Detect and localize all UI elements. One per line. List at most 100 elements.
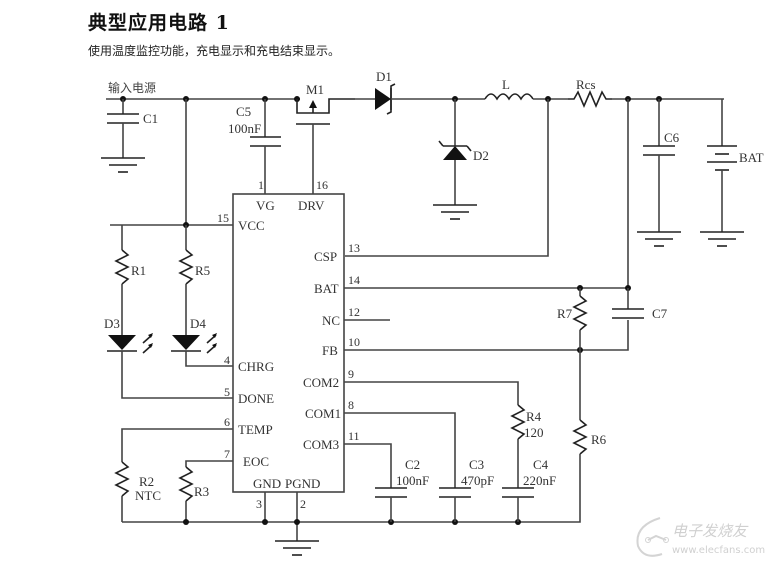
pin-drv-label: DRV [298, 198, 325, 213]
watermark-brand: 电子发烧友 [672, 522, 749, 540]
pin-number: 10 [348, 335, 360, 349]
resistor-r4 [510, 404, 526, 488]
r2-label: R2 [139, 474, 154, 489]
mosfet-m1 [296, 98, 355, 194]
resistor-r3 [178, 466, 194, 522]
pin-fb-label: FB [322, 343, 338, 358]
d1-label: D1 [376, 69, 392, 84]
com1-wire [344, 412, 456, 488]
pin-chrg-label: CHRG [238, 359, 274, 374]
pin-com1-label: COM1 [305, 406, 341, 421]
pin-done-label: DONE [238, 391, 274, 406]
pin-vg-label: VG [256, 198, 275, 213]
pin-vcc-label: VCC [238, 218, 265, 233]
c6-label: C6 [664, 130, 680, 145]
pin-bat-label: BAT [314, 281, 339, 296]
c2-value: 100nF [396, 473, 429, 488]
pin-number: 1 [258, 178, 264, 192]
capacitor-c4 [502, 487, 534, 522]
watermark-logo-icon [645, 537, 651, 543]
capacitor-c6 [643, 99, 675, 232]
c5-value: 100nF [228, 121, 261, 136]
inductor-l [484, 93, 568, 101]
l-label: L [502, 77, 510, 92]
pin-number: 13 [348, 241, 360, 255]
watermark-logo-icon [663, 537, 669, 543]
capacitor-c7 [612, 288, 644, 319]
pin-number: 12 [348, 305, 360, 319]
junction [183, 519, 189, 525]
d4-label: D4 [190, 316, 206, 331]
m1-label: M1 [306, 82, 324, 97]
diode-d2 [438, 99, 472, 205]
junction [262, 519, 268, 525]
ground-bus [122, 470, 581, 523]
com3-wire [344, 443, 392, 488]
resistor-r5 [178, 225, 194, 335]
pin-number: 16 [316, 178, 328, 192]
pin-number: 7 [224, 447, 230, 461]
capacitor-c1 [107, 99, 139, 158]
r2-value: NTC [135, 488, 161, 503]
r4-value: 120 [524, 425, 544, 440]
c4-value: 220nF [523, 473, 556, 488]
junction [294, 519, 300, 525]
pin-pgnd-label: PGND [285, 476, 320, 491]
r1-label: R1 [131, 263, 146, 278]
pin-number: 3 [256, 497, 262, 511]
led-d4 [171, 333, 233, 367]
input-rail [106, 96, 300, 102]
c3-label: C3 [469, 457, 484, 472]
temp-wire [121, 428, 233, 462]
csp-wire [345, 99, 549, 257]
pin-number: 15 [217, 211, 229, 225]
diode-d1 [355, 83, 485, 115]
resistor-r1 [114, 225, 130, 335]
watermark: 电子发烧友 www.elecfans.com [636, 517, 765, 557]
c5-label: C5 [236, 104, 251, 119]
pin-csp-label: CSP [314, 249, 337, 264]
charger-ic [232, 193, 345, 493]
pin-number: 6 [224, 415, 230, 429]
pin-number: 14 [348, 273, 360, 287]
pin-temp-label: TEMP [238, 422, 273, 437]
pin-com2-label: COM2 [303, 375, 339, 390]
resistor-rcs [568, 89, 724, 109]
r7-label: R7 [557, 306, 573, 321]
watermark-logo-icon [636, 517, 667, 557]
ground-icon [700, 231, 744, 247]
pin-eoc-label: EOC [243, 454, 269, 469]
capacitor-c3 [439, 487, 471, 522]
r5-label: R5 [195, 263, 210, 278]
d2-label: D2 [473, 148, 489, 163]
page-title: 典型应用电路 1 [88, 12, 230, 34]
pin-number: 2 [300, 497, 306, 511]
led-d3 [107, 333, 233, 399]
input-power-label: 输入电源 [108, 80, 156, 95]
r3-label: R3 [194, 484, 209, 499]
resistor-r2-ntc [114, 461, 130, 522]
c2-label: C2 [405, 457, 420, 472]
eoc-wire [185, 460, 233, 467]
ground-icon [275, 540, 319, 556]
pin-number: 8 [348, 398, 354, 412]
resistor-r6 [572, 350, 588, 470]
r4-label: R4 [526, 409, 542, 424]
ground-icon [637, 231, 681, 247]
com2-wire [344, 381, 519, 405]
pin-number: 9 [348, 367, 354, 381]
rcs-label: Rcs [576, 77, 596, 92]
watermark-url: www.elecfans.com [672, 545, 765, 556]
d3-label: D3 [104, 316, 120, 331]
capacitor-c5 [250, 99, 281, 194]
ground-icon [433, 204, 477, 220]
capacitor-c2 [375, 487, 407, 522]
page-subtitle: 使用温度监控功能，充电显示和充电结束显示。 [88, 44, 341, 58]
pin-nc-label: NC [322, 313, 340, 328]
pin-number: 11 [348, 429, 360, 443]
pin-gnd-label: GND [253, 476, 281, 491]
r6-label: R6 [591, 432, 607, 447]
pin-com3-label: COM3 [303, 437, 339, 452]
ground-icon [101, 157, 145, 173]
bat-label: BAT [739, 150, 764, 165]
